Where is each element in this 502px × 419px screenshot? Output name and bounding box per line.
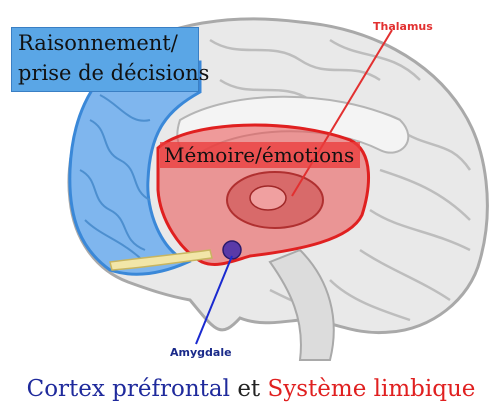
caption-connector: et	[237, 376, 260, 402]
reasoning-label-line2: prise de décisions	[18, 58, 198, 88]
reasoning-decision-label: Raisonnement/ prise de décisions	[11, 27, 199, 92]
memory-emotions-label: Mémoire/émotions	[160, 142, 360, 168]
thalamus-label: Thalamus	[373, 20, 433, 33]
caption-prefrontal: Cortex préfrontal	[27, 376, 230, 402]
reasoning-label-line1: Raisonnement/	[18, 28, 198, 58]
figure-caption: Cortex préfrontal et Système limbique	[0, 374, 502, 404]
thalamus-core	[250, 186, 286, 210]
amygdale-label: Amygdale	[170, 346, 232, 359]
caption-limbic: Système limbique	[267, 376, 475, 402]
